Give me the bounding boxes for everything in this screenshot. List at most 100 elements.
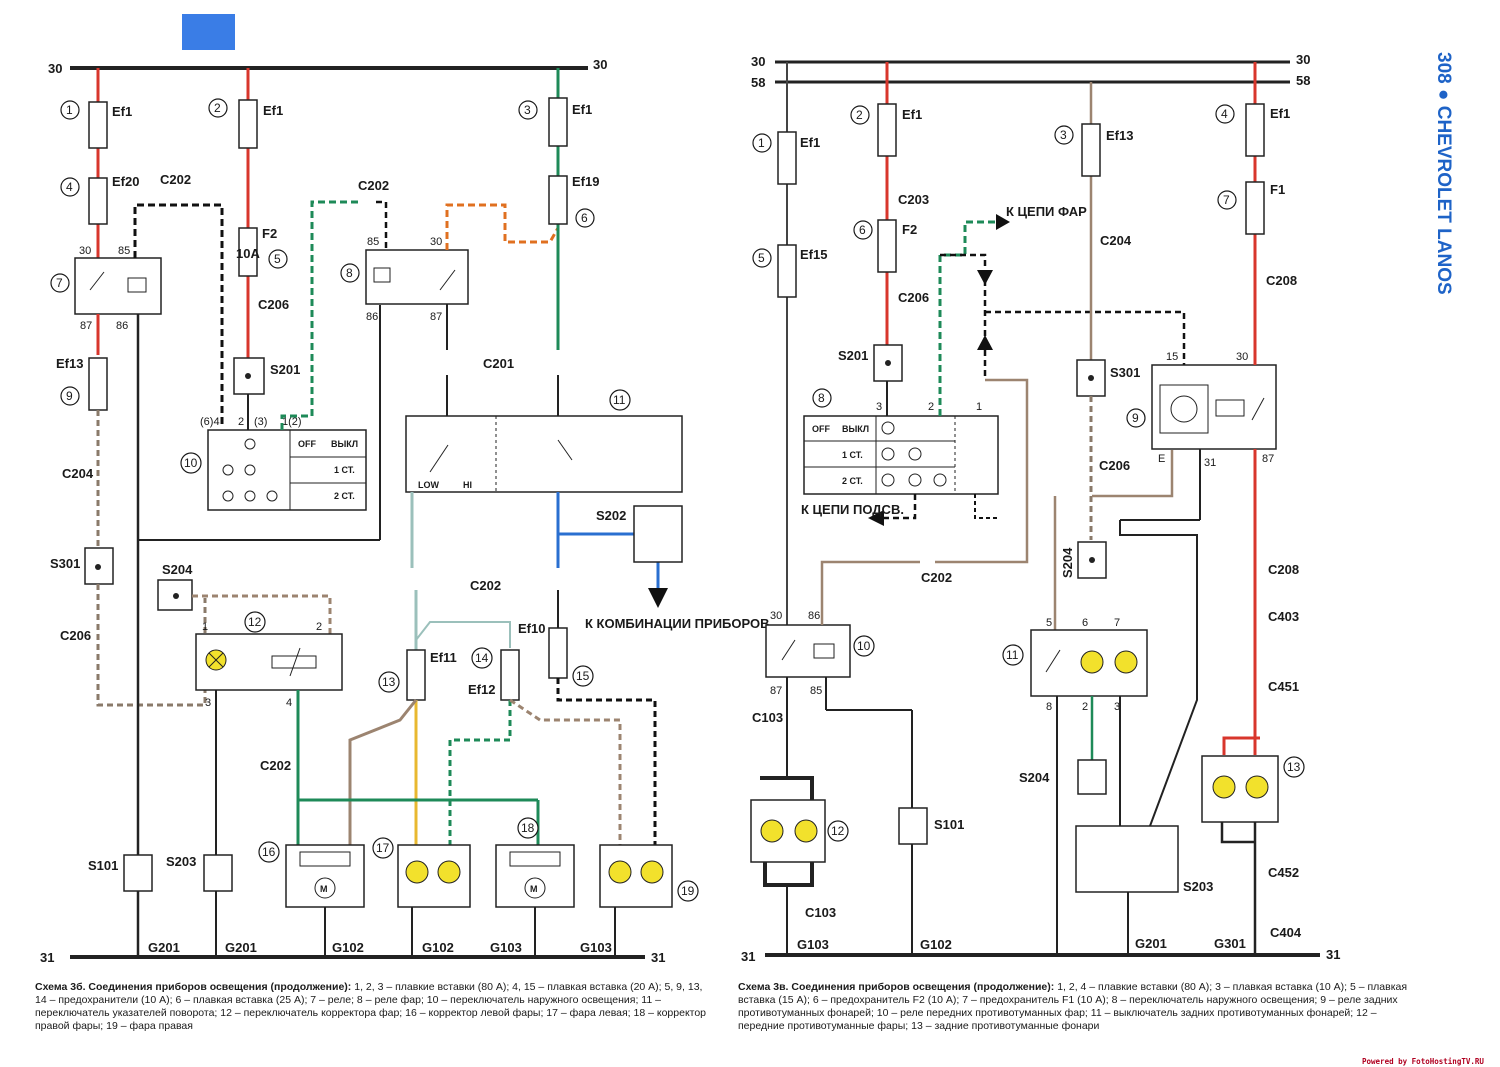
callout: 9 (1126, 408, 1146, 428)
fuse-ef10 (548, 627, 568, 679)
svg-text:6: 6 (1082, 617, 1088, 629)
fuse-label: F2 (262, 226, 277, 241)
diode-icon (977, 335, 993, 350)
splice-label: S203 (166, 854, 196, 869)
connector-label: C202 (470, 578, 501, 593)
fuse-ef1 (88, 101, 108, 149)
svg-text:5: 5 (274, 252, 281, 266)
relay-7 (74, 257, 162, 315)
svg-text:86: 86 (116, 320, 128, 332)
ground-label: G103 (490, 940, 522, 955)
connector-label: C451 (1268, 679, 1299, 694)
fuse-ef13 (1081, 123, 1101, 177)
svg-text:8: 8 (818, 391, 825, 405)
svg-text:10: 10 (857, 639, 871, 653)
fuse-ef1 (777, 131, 797, 185)
switch-position: 2 СТ. (334, 491, 355, 501)
lamp-icon (760, 819, 784, 843)
splice-label: S204 (162, 562, 193, 577)
svg-text:6: 6 (581, 211, 588, 225)
connector-label: C204 (62, 466, 94, 481)
callout: 13 (1283, 756, 1305, 778)
svg-text:3: 3 (524, 103, 531, 117)
svg-text:4: 4 (66, 180, 73, 194)
fuse-label: Ef1 (263, 103, 283, 118)
svg-text:87: 87 (1262, 453, 1274, 465)
diode-icon (977, 270, 993, 285)
svg-text:19: 19 (681, 884, 695, 898)
svg-text:86: 86 (366, 311, 378, 323)
splice-label: S301 (1110, 365, 1140, 380)
bus-label: 31 (40, 950, 54, 965)
lamp-icon (405, 860, 429, 884)
svg-text:12: 12 (248, 615, 262, 629)
fuse-label: Ef1 (112, 104, 132, 119)
svg-text:18: 18 (521, 821, 535, 835)
svg-text:86: 86 (808, 610, 820, 622)
fuse-ef13 (88, 357, 108, 411)
connector-label: C103 (752, 710, 783, 725)
connector-label: C403 (1268, 609, 1299, 624)
callout: 8 (340, 263, 360, 283)
svg-text:2: 2 (238, 416, 244, 428)
right-caption: Схема 3в. Соединения приборов освещения … (738, 981, 1420, 1033)
switch-position: ВЫКЛ (842, 424, 869, 434)
svg-text:(3): (3) (254, 416, 267, 428)
bus-label: 30 (593, 57, 607, 72)
page-title: 308 ● CHEVROLET LANOS (1433, 52, 1454, 295)
fuse-label: Ef11 (430, 650, 457, 665)
callout: 10 (180, 452, 202, 474)
svg-text:8: 8 (346, 266, 353, 280)
callout: 18 (517, 817, 539, 839)
svg-text:15: 15 (576, 669, 590, 683)
connector-label: C103 (805, 905, 836, 920)
callout: 12 (827, 820, 849, 842)
svg-text:3: 3 (876, 401, 882, 413)
motor-icon (524, 877, 546, 899)
callout: 19 (677, 880, 699, 902)
connector-label: C201 (483, 356, 514, 371)
caption-title: Схема 3б. Соединения приборов освещения … (35, 981, 352, 993)
svg-text:87: 87 (80, 320, 92, 332)
svg-text:6: 6 (859, 223, 866, 237)
callout: 15 (572, 665, 594, 687)
ground-label: G201 (148, 940, 180, 955)
callout: 9 (60, 386, 80, 406)
callout: 6 (575, 208, 595, 228)
svg-text:8: 8 (1046, 701, 1052, 713)
bus-label: 30 (751, 54, 765, 69)
callout: 14 (471, 647, 493, 669)
splice-s203 (1075, 825, 1179, 893)
callout: 4 (1215, 104, 1235, 124)
fuse-label: Ef19 (572, 174, 599, 189)
svg-text:1(2): 1(2) (282, 416, 302, 428)
connector-label: C202 (921, 570, 952, 585)
connector-label: C208 (1266, 273, 1297, 288)
callout: 6 (853, 220, 873, 240)
ground-label: G102 (422, 940, 454, 955)
connector-label: C208 (1268, 562, 1299, 577)
bus-label: 31 (1326, 947, 1340, 962)
fuse-ef1 (1245, 103, 1265, 157)
to-instruments-label: К КОМБИНАЦИИ ПРИБОРОВ (585, 616, 770, 631)
fuse-rating: 10A (236, 246, 260, 261)
svg-text:1: 1 (758, 136, 765, 150)
switch-position: 1 СТ. (842, 450, 863, 460)
svg-text:4: 4 (1221, 107, 1228, 121)
svg-text:16: 16 (262, 845, 276, 859)
svg-text:30: 30 (79, 245, 91, 257)
connector-label: C452 (1268, 865, 1299, 880)
connector-label: C202 (260, 758, 291, 773)
switch-8-outside-lighting (803, 415, 999, 495)
fuse-f2 (238, 227, 258, 277)
relay-9-rear-fog (1151, 364, 1277, 450)
svg-text:30: 30 (1236, 351, 1248, 363)
fuse-label: F2 (902, 222, 917, 237)
caption-title: Схема 3в. Соединения приборов освещения … (738, 981, 1055, 993)
svg-text:13: 13 (382, 675, 396, 689)
switch-position: 2 СТ. (842, 476, 863, 486)
arrow-icon (996, 214, 1010, 230)
bus-label: 58 (751, 75, 765, 90)
